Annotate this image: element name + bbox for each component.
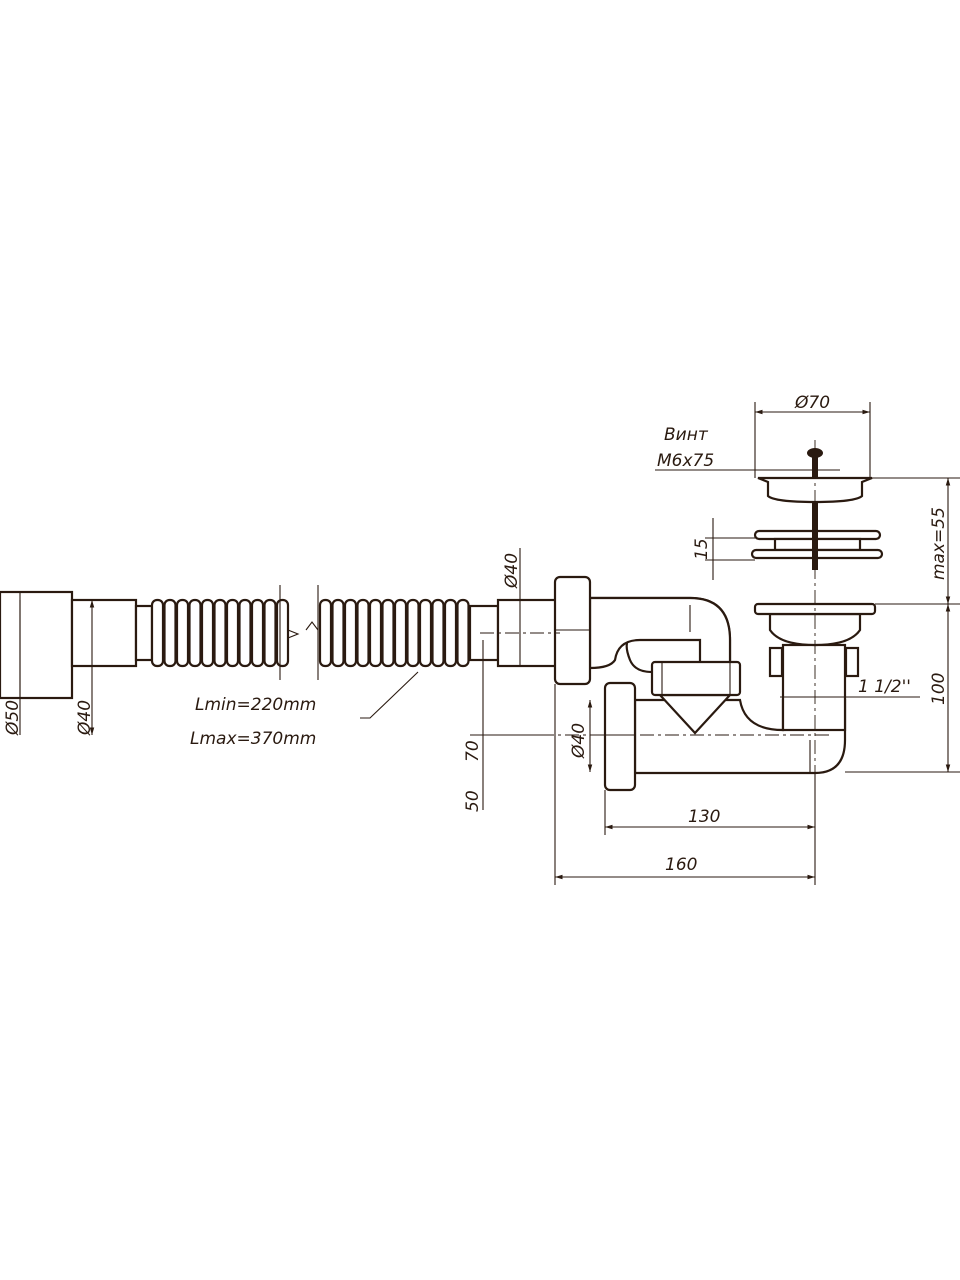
label-dim-130: 130	[688, 807, 720, 827]
label-screw-size: M6x75	[657, 451, 714, 471]
hose-rib	[213, 598, 227, 668]
hose-rib	[443, 598, 458, 668]
label-d40-bottom: Ø40	[569, 723, 589, 759]
hose-rib	[381, 598, 395, 668]
corrugated-section-right	[318, 598, 470, 668]
label-d40-left: Ø40	[75, 700, 95, 736]
corrugated-section-left	[150, 598, 290, 668]
flexible-hose	[0, 585, 558, 700]
label-lmin: Lmin=220mm	[195, 695, 316, 715]
label-d70: Ø70	[794, 393, 830, 413]
hose-rib	[356, 598, 370, 668]
hose-rib	[250, 598, 265, 668]
label-dim-50: 50	[463, 790, 483, 812]
label-dim-160: 160	[665, 855, 697, 875]
hose-rib	[456, 598, 470, 668]
hose-rib	[393, 598, 408, 668]
hose-rib	[406, 598, 420, 668]
label-screw: Винт	[664, 425, 709, 445]
hose-rib	[418, 598, 433, 668]
label-dim-70: 70	[463, 740, 483, 762]
hose-rib	[263, 598, 277, 668]
hose-rib	[343, 598, 358, 668]
hose-rib	[238, 598, 252, 668]
dimensions	[19, 402, 960, 885]
hose-rib	[225, 598, 240, 668]
label-d40-top: Ø40	[502, 553, 522, 589]
label-dim-100: 100	[929, 673, 949, 705]
hose-rib	[150, 598, 165, 668]
hose-rib	[318, 598, 333, 668]
label-dim-15: 15	[692, 538, 712, 560]
hose-rib	[200, 598, 215, 668]
label-lmax: Lmax=370mm	[190, 729, 316, 749]
hose-rib	[331, 598, 345, 668]
stopper-assembly	[750, 448, 884, 570]
label-max55: max=55	[929, 507, 949, 580]
hose-rib	[188, 598, 202, 668]
hose-rib	[275, 598, 290, 668]
siphon-body	[553, 575, 877, 792]
hose-rib	[175, 598, 190, 668]
hose-rib	[368, 598, 383, 668]
label-thread: 1 1/2''	[858, 677, 911, 697]
hose-rib	[431, 598, 445, 668]
label-d50: Ø50	[3, 700, 23, 736]
hose-rib	[163, 598, 177, 668]
